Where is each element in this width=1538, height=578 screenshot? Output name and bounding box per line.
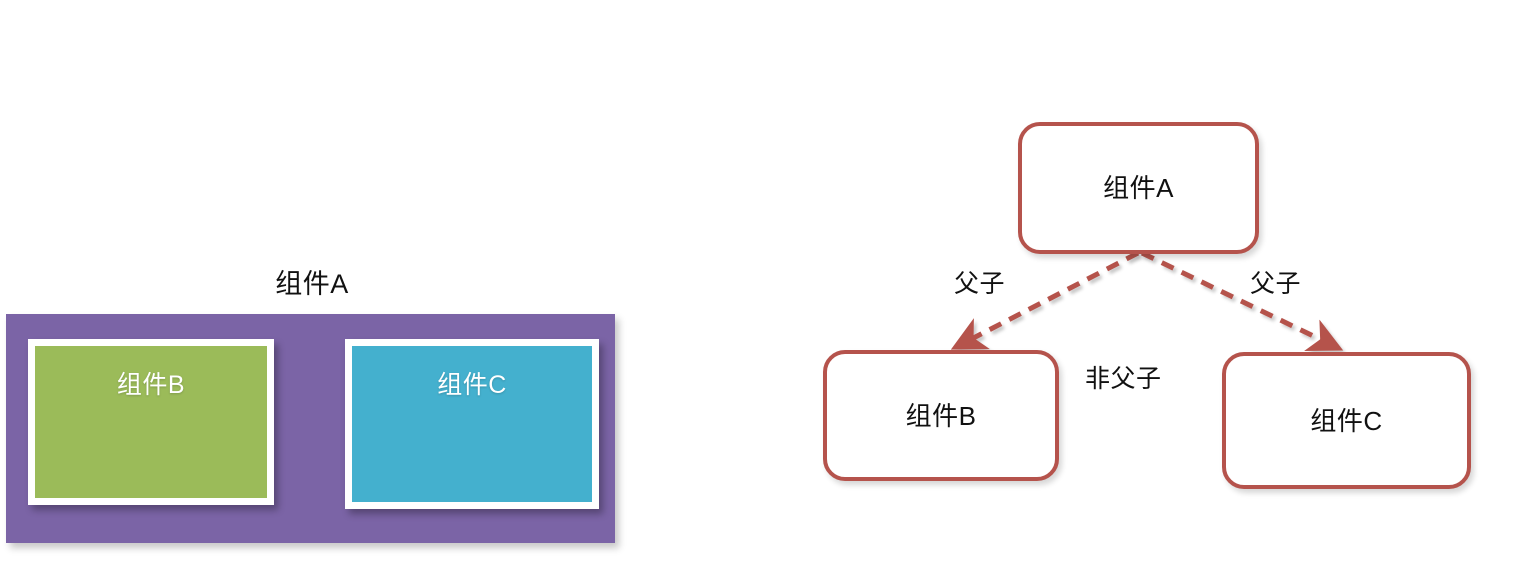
edge-label-b-to-c: 非父子 (1085, 365, 1162, 393)
edge-label-a-to-c: 父子 (1250, 270, 1302, 298)
flow-node-label-b: 组件B (905, 400, 977, 431)
nested-child-component-b: 组件B (28, 339, 274, 505)
flow-node-component-b[interactable]: 组件B (823, 350, 1059, 481)
nested-child-component-c: 组件C (345, 339, 599, 509)
flow-node-component-a[interactable]: 组件A (1018, 122, 1259, 254)
nested-component-diagram: 组件A 组件B 组件C (0, 0, 700, 578)
nested-container-label: 组件A (275, 269, 349, 299)
nested-child-label-c: 组件C (437, 371, 507, 399)
relationship-flow-diagram: 组件A 组件B 组件C 父子 父子 非父子 (760, 0, 1538, 578)
flow-node-component-c[interactable]: 组件C (1222, 352, 1471, 489)
edge-label-a-to-b: 父子 (954, 270, 1006, 298)
edge-a-to-b (950, 250, 1140, 350)
nested-child-label-b: 组件B (116, 371, 186, 399)
flow-node-label-a: 组件A (1103, 173, 1174, 203)
edge-a-to-c (1140, 250, 1344, 352)
flow-edges-svg (950, 250, 1344, 431)
flow-node-label-c: 组件C (1310, 405, 1383, 436)
nested-container-component-a: 组件B 组件C (6, 314, 615, 543)
